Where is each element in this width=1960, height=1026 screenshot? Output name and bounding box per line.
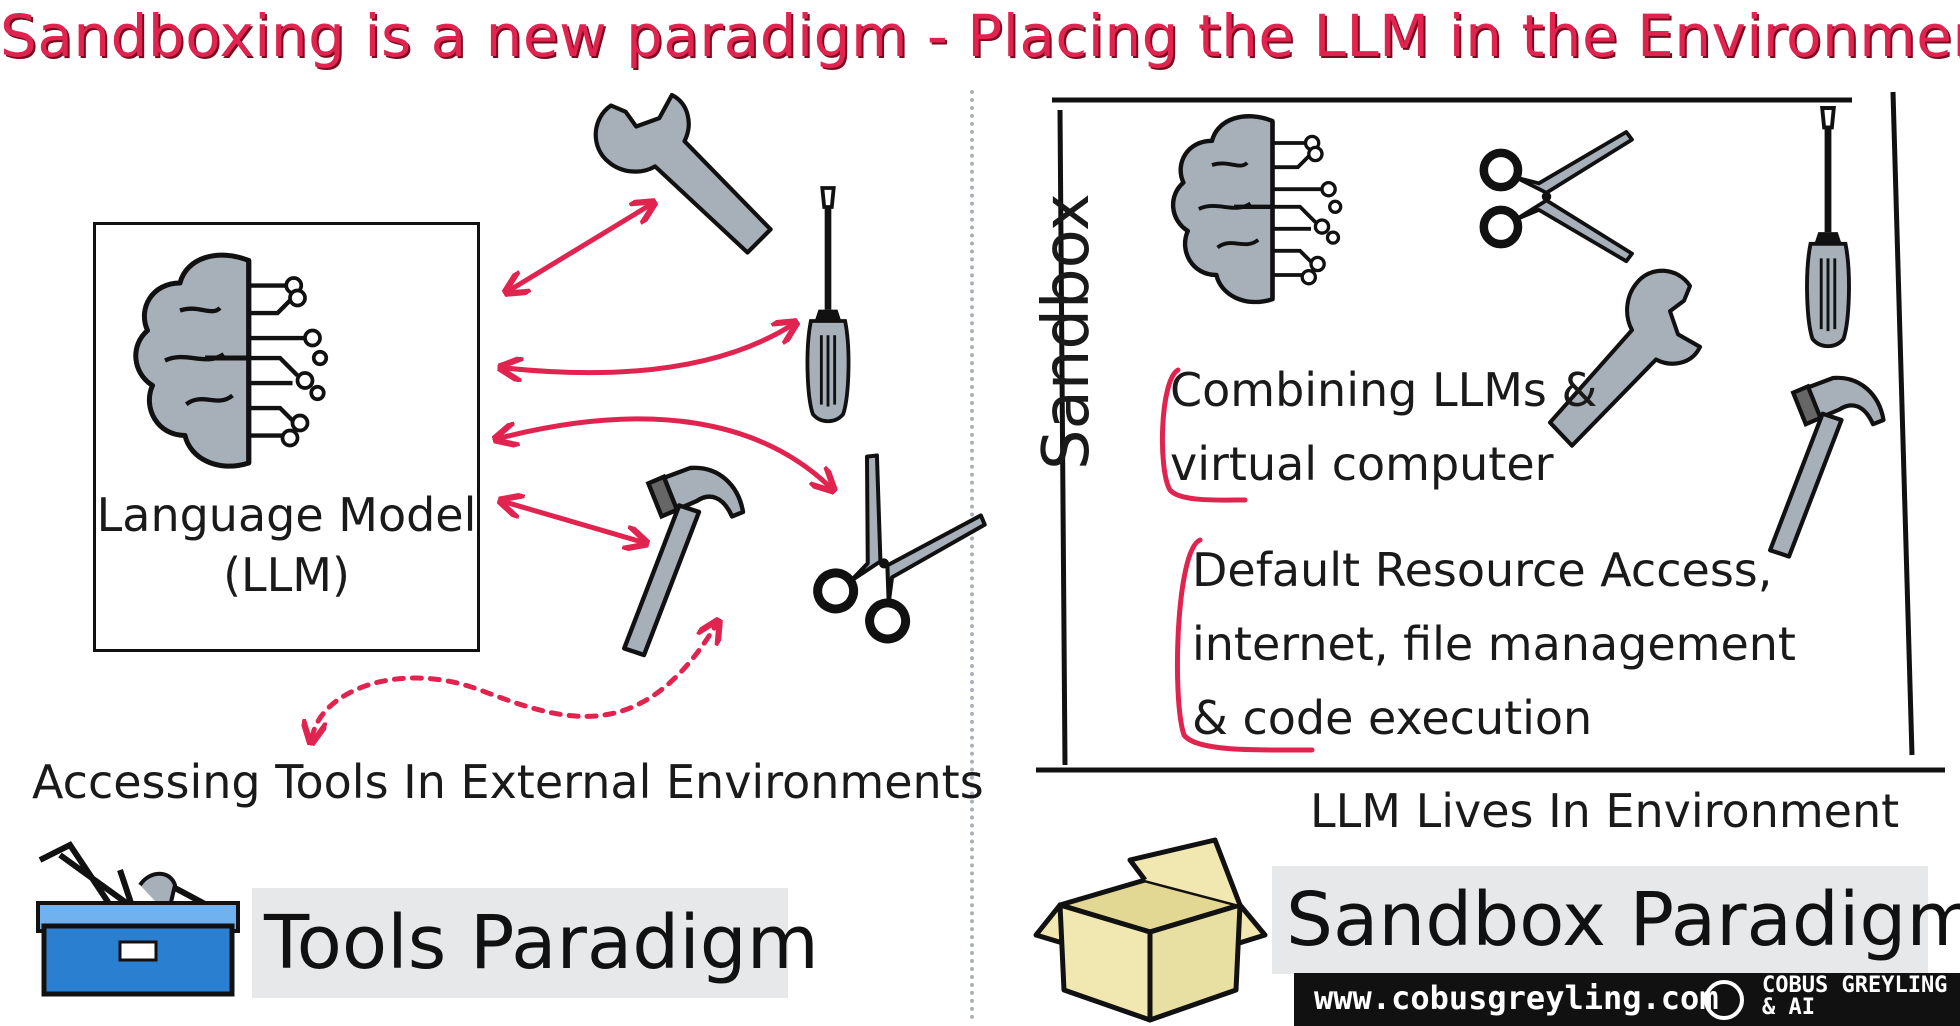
note-default-access-line1: Default Resource Access,: [1192, 533, 1796, 607]
left-caption: Accessing Tools In External Environments: [32, 755, 984, 809]
cardboard-box-icon: [1036, 840, 1265, 1020]
tools-paradigm-label: Tools Paradigm: [252, 888, 788, 998]
screwdriver-icon: [807, 188, 848, 421]
sandbox-label: Sandbox: [1030, 193, 1104, 470]
brand-footer: www.cobusgreyling.com COBUS GREYLING & A…: [1294, 973, 1960, 1026]
brain-icon: [1173, 116, 1341, 302]
note-default-access-line3: & code execution: [1192, 681, 1796, 755]
note-combining: Combining LLMs & virtual computer: [1170, 353, 1597, 501]
llm-label-line1: Language Model: [93, 485, 480, 545]
cobus-logo-icon: [1704, 980, 1744, 1020]
hammer-icon: [624, 468, 743, 655]
note-combining-line1: Combining LLMs &: [1170, 353, 1597, 427]
llm-label: Language Model (LLM): [93, 485, 480, 605]
llm-label-line2: (LLM): [93, 545, 480, 605]
right-caption: LLM Lives In Environment: [1310, 784, 1899, 838]
note-combining-line2: virtual computer: [1170, 427, 1597, 501]
scissors-icon: [1484, 132, 1632, 261]
toolbox-icon: [38, 845, 238, 994]
brand-name: COBUS GREYLING & AI: [1762, 975, 1947, 1019]
hammer-icon: [1770, 378, 1883, 557]
wrench-icon: [596, 95, 771, 253]
brand-url[interactable]: www.cobusgreyling.com: [1314, 979, 1719, 1017]
sandbox-paradigm-label: Sandbox Paradigm: [1272, 866, 1928, 974]
brand-name-line1: COBUS GREYLING: [1762, 975, 1947, 997]
note-default-access-line2: internet, file management: [1192, 607, 1796, 681]
brand-name-line2: & AI: [1762, 997, 1947, 1019]
screwdriver-icon: [1807, 108, 1849, 346]
note-default-access: Default Resource Access, internet, file …: [1192, 533, 1796, 755]
